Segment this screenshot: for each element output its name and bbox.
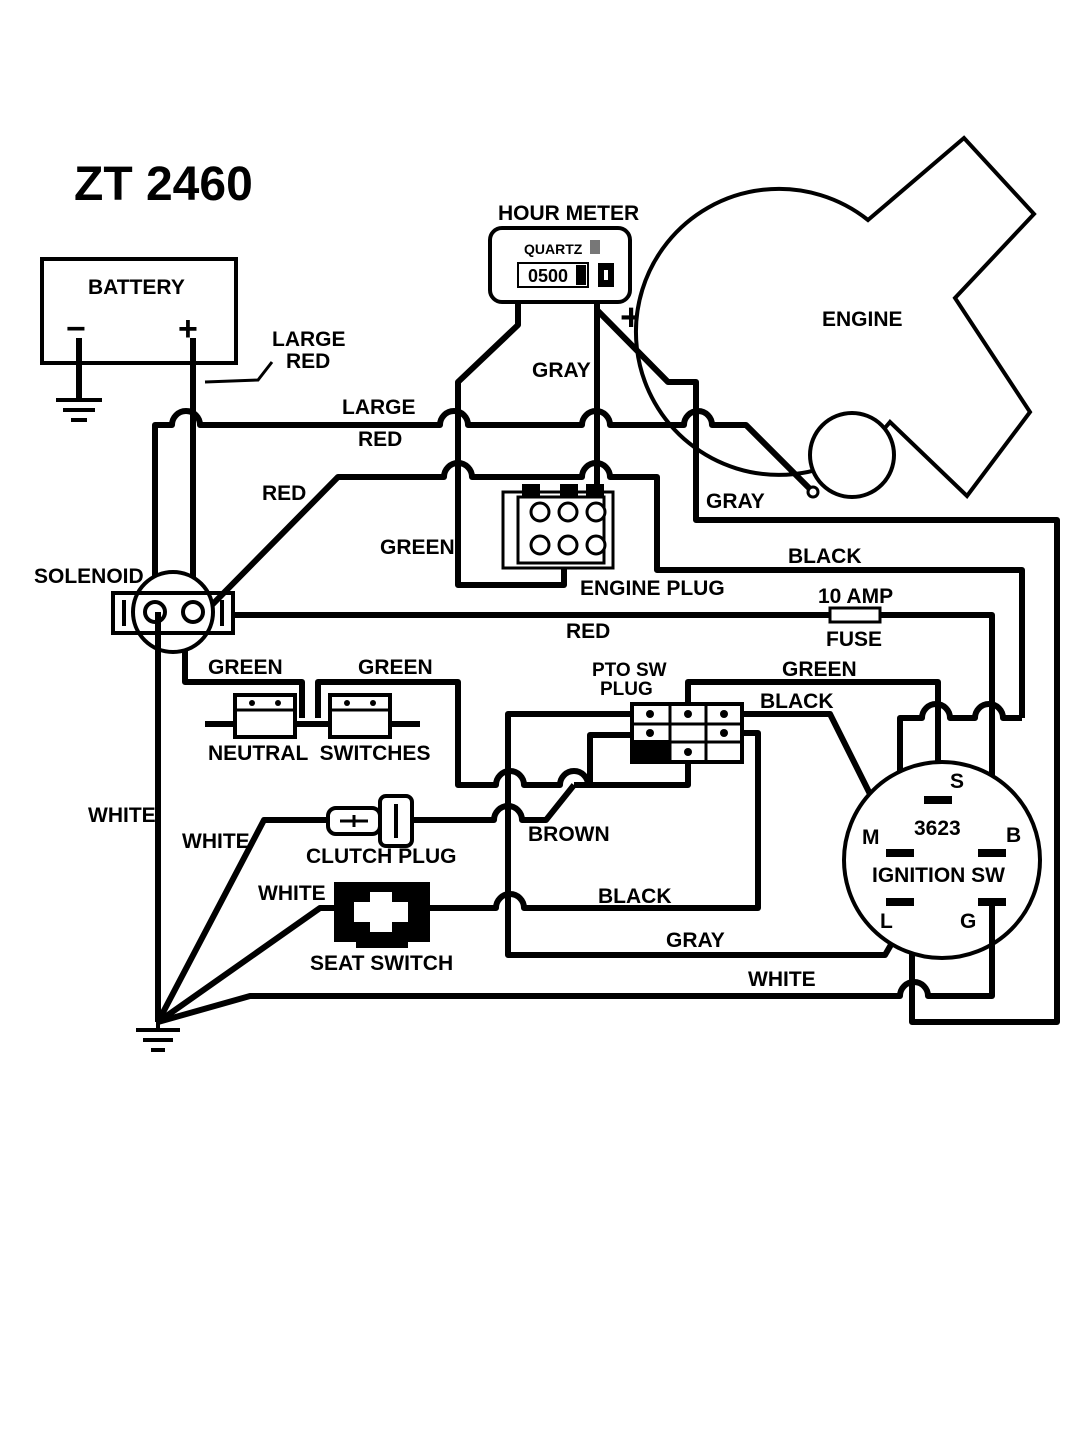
engine-label: ENGINE: [822, 308, 903, 331]
ignition-terminal-g: G: [960, 910, 976, 933]
neutral-switches: [205, 693, 420, 739]
wire-label-green-pto: GREEN: [782, 658, 857, 681]
hour-meter-brand: QUARTZ: [524, 241, 583, 257]
wire-label-green-plug: GREEN: [380, 536, 455, 559]
fuse-icon: [828, 606, 882, 624]
wire-label-white-seat: WHITE: [258, 882, 326, 905]
hour-meter: QUARTZ 0500: [488, 226, 632, 304]
fuse-label: FUSE: [826, 628, 882, 651]
engine-plug-label: ENGINE PLUG: [580, 577, 725, 600]
seat-switch-label: SEAT SWITCH: [310, 952, 453, 975]
wire-label-black-pto: BLACK: [760, 690, 834, 713]
ground-icon: [136, 1022, 180, 1052]
pto-switch-plug: [630, 702, 744, 764]
ignition-label: IGNITION SW: [872, 864, 1005, 887]
wire-label-black-plug: BLACK: [788, 545, 862, 568]
hour-meter-reading: 0500: [528, 266, 568, 286]
wire-label-large-red-battery-1: LARGE: [272, 328, 346, 351]
pto-plug-label-2: PLUG: [600, 679, 653, 700]
wire-label-white-bottom: WHITE: [748, 968, 816, 991]
fuse-rating-label: 10 AMP: [818, 585, 893, 608]
wire-label-large-red-battery-2: RED: [286, 350, 330, 373]
battery: BATTERY − +: [40, 257, 238, 422]
ignition-terminal-l: L: [880, 910, 893, 933]
pto-plug-label-1: PTO SW: [592, 660, 667, 681]
engine: ENGINE: [634, 135, 1037, 500]
wire-label-green-neutral-1: GREEN: [208, 656, 283, 679]
wire-label-green-neutral-2: GREEN: [358, 656, 433, 679]
battery-label: BATTERY: [88, 276, 185, 299]
ignition-model: 3623: [914, 817, 961, 840]
seat-switch: [334, 882, 430, 948]
wire-label-black-seat: BLACK: [598, 885, 672, 908]
wire-label-red-solenoid: RED: [262, 482, 306, 505]
clutch-plug: [326, 794, 414, 848]
ignition-terminal-s: S: [950, 770, 964, 793]
wire-label-red-fuse: RED: [566, 620, 610, 643]
wire-label-gray-meter: GRAY: [532, 359, 591, 382]
ignition-terminal-b: B: [1006, 824, 1021, 847]
clutch-plug-label: CLUTCH PLUG: [306, 845, 457, 868]
wire-label-white-clutch: WHITE: [182, 830, 250, 853]
wire-label-gray-engine: GRAY: [706, 490, 765, 513]
wire-label-large-red-top-1: LARGE: [342, 396, 416, 419]
battery-negative-terminal: −: [66, 310, 86, 348]
ignition-terminal-m: M: [862, 826, 880, 849]
wire-label-gray-bottom: GRAY: [666, 929, 725, 952]
neutral-switches-label: NEUTRAL SWITCHES: [208, 742, 430, 765]
wire-label-large-red-top-2: RED: [358, 428, 402, 451]
ignition-switch: 3623 IGNITION SW S M B L G: [842, 760, 1042, 960]
battery-ground-icon: [56, 398, 102, 422]
wire-label-white-main: WHITE: [88, 804, 156, 827]
wire-label-brown: BROWN: [528, 823, 610, 846]
hour-meter-label: HOUR METER: [498, 202, 639, 225]
diagram-title: ZT 2460: [74, 158, 253, 211]
solenoid-label: SOLENOID: [34, 565, 144, 588]
engine-plug-connector: [501, 484, 615, 570]
